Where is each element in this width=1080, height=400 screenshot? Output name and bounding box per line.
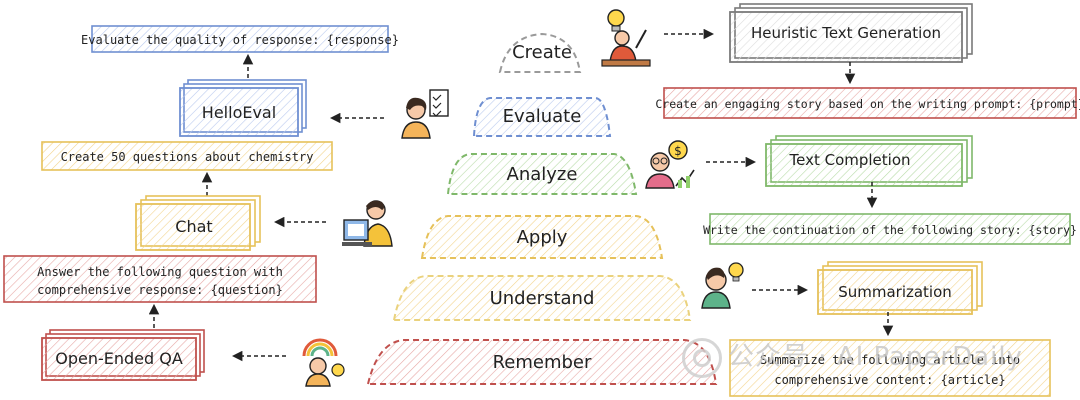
pyramid-label-understand: Understand	[490, 288, 595, 309]
completion-box: Text Completion	[765, 135, 973, 187]
idea-person-icon	[601, 9, 651, 67]
chat-box: Chat	[135, 195, 261, 251]
pyramid-label-create: Create	[512, 42, 572, 63]
pyramid-label-remember: Remember	[493, 352, 592, 373]
story-prompt-box: Create an engaging story based on the wr…	[655, 87, 1080, 119]
heuristic-label: Heuristic Text Generation	[751, 24, 941, 42]
watermark: 公众号 · AI PaperDaily	[682, 336, 1023, 378]
summary-prompt-line1: Summarize the following article into	[760, 353, 1020, 367]
pyramid-level-create: Create	[498, 32, 582, 73]
computer-person-icon	[342, 200, 393, 247]
summary-prompt-box: Summarize the following article into com…	[729, 339, 1051, 397]
checklist-person-icon	[401, 89, 449, 139]
summarization-box: Summarization	[817, 261, 983, 315]
chat-prompt-text: Create 50 questions about chemistry	[61, 150, 314, 164]
pyramid: Create Evaluate Analyze Apply Understand…	[366, 32, 718, 385]
evaluate-prompt-box: Evaluate the quality of response: {respo…	[81, 25, 399, 53]
watermark-text: 公众号 · AI PaperDaily	[728, 342, 1023, 372]
story-prompt-text: Create an engaging story based on the wr…	[655, 97, 1080, 111]
helloeval-box: HelloEval	[179, 79, 307, 137]
chat-prompt-box: Create 50 questions about chemistry	[41, 141, 333, 171]
right-column: Heuristic Text Generation Create an enga…	[655, 3, 1080, 397]
continuation-prompt-text: Write the continuation of the following …	[703, 223, 1077, 237]
qa-prompt-box: Answer the following question with compr…	[3, 255, 317, 303]
svg-text:$: $	[674, 144, 682, 158]
pyramid-level-analyze: Analyze	[446, 153, 638, 195]
open-qa-box: Open-Ended QA	[41, 329, 205, 381]
pyramid-label-analyze: Analyze	[507, 164, 578, 185]
pyramid-level-evaluate: Evaluate	[472, 97, 612, 137]
pyramid-label-evaluate: Evaluate	[503, 106, 582, 127]
completion-label: Text Completion	[788, 151, 910, 169]
continuation-prompt-box: Write the continuation of the following …	[703, 213, 1077, 245]
rainbow-person-icon	[302, 338, 345, 387]
pyramid-level-understand: Understand	[392, 275, 692, 321]
helloeval-label: HelloEval	[202, 103, 276, 122]
pyramid-level-remember: Remember	[366, 339, 718, 385]
analyst-person-icon: $	[645, 140, 695, 189]
summarization-label: Summarization	[838, 283, 952, 301]
evaluate-prompt-text: Evaluate the quality of response: {respo…	[81, 33, 399, 47]
pyramid-label-apply: Apply	[517, 227, 568, 248]
chat-label: Chat	[175, 217, 212, 236]
heuristic-box: Heuristic Text Generation	[729, 3, 973, 63]
pyramid-level-apply: Apply	[420, 215, 664, 259]
thinking-person-icon	[701, 262, 744, 309]
left-column: Evaluate the quality of response: {respo…	[3, 25, 399, 381]
qa-prompt-line1: Answer the following question with	[37, 265, 283, 279]
summary-prompt-line2: comprehensive content: {article}	[774, 373, 1005, 387]
wechat-logo-icon	[682, 337, 722, 378]
qa-prompt-line2: comprehensive response: {question}	[37, 283, 283, 297]
open-qa-label: Open-Ended QA	[55, 349, 183, 368]
